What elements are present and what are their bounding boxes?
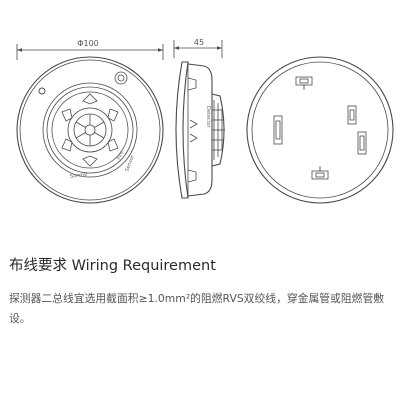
terminal-left [273,115,283,145]
led-indicator [38,87,46,95]
side-view: 45 Detector [173,38,225,199]
wiring-requirement-description: 探测器二总线宜选用截面积≥1.0mm²的阻燃RVS双绞线，穿金属管或阻燃管敷设。 [9,292,385,325]
diameter-dimension-label: Φ100 [77,39,99,48]
front-view: Φ100 Sunme Fire Sen [16,39,164,204]
certification-mark-icon [114,71,128,85]
wiring-requirement-heading: 布线要求 Wiring Requirement [9,258,216,274]
front-text-2: Fire [116,150,125,160]
front-text-1: Sunme [69,172,87,180]
rear-view [246,56,394,204]
height-dimension-label: 45 [194,38,204,47]
side-text: Detector [205,106,211,129]
technical-drawing: Φ100 Sunme Fire Sen [16,38,394,204]
terminal-bottom [311,170,329,180]
terminal-right-lower [357,131,367,155]
front-text-3: Sensor [124,154,136,173]
terminal-top [295,76,313,86]
terminal-right [347,105,357,125]
